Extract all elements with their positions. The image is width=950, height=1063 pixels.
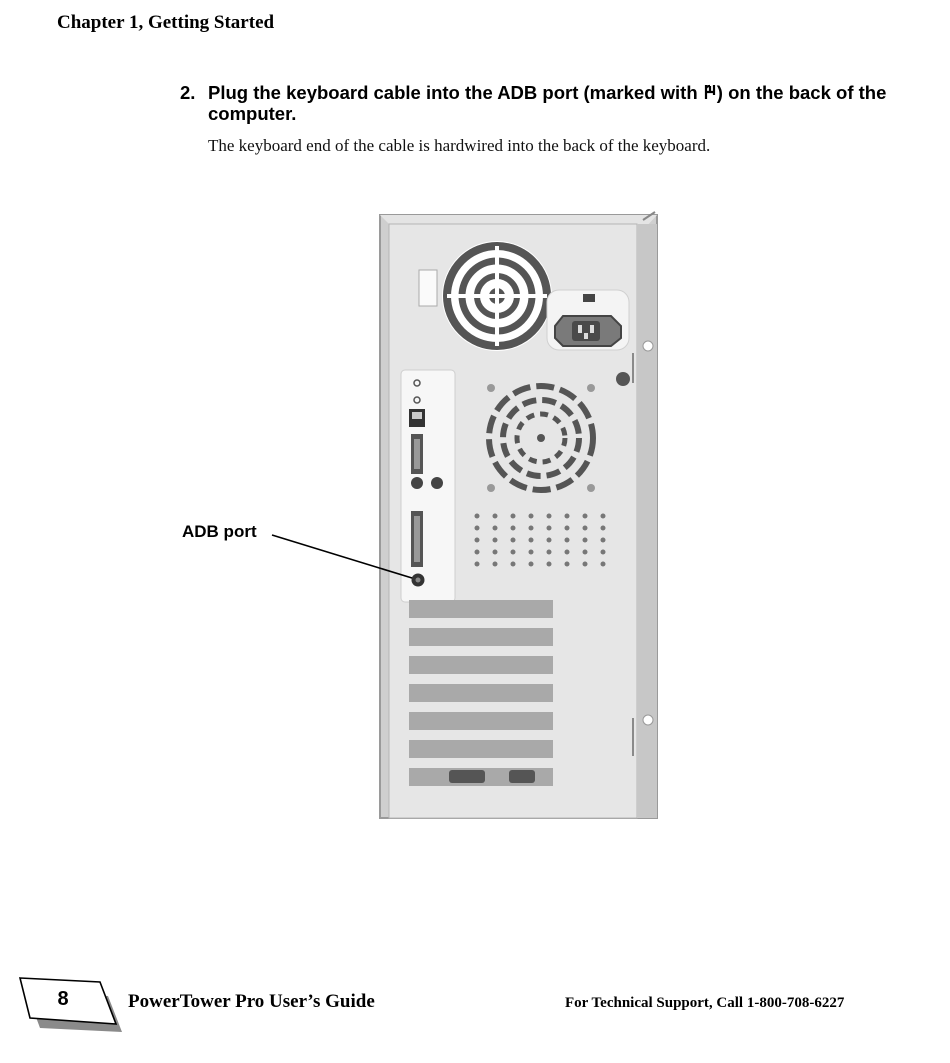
adb-port-label: ADB port [182,522,257,541]
page-number-tab [18,977,122,1032]
expansion-slots [409,600,553,786]
step-number: 2. [180,82,196,103]
page-number: 8 [57,988,69,1010]
chapter-heading: Chapter 1, Getting Started [57,12,275,33]
support-text: For Technical Support, Call 1-800-708-62… [565,995,845,1011]
adb-port [411,573,425,587]
step-text: Plug the keyboard cable into the ADB por… [208,82,888,124]
vent-holes [474,513,606,567]
psu-fan-grille [442,241,552,351]
step-text-before: Plug the keyboard cable into the ADB por… [208,82,703,103]
power-socket [554,315,622,347]
step-note: The keyboard end of the cable is hardwir… [208,136,711,155]
main-fan-grille [479,376,603,500]
guide-title: PowerTower Pro User’s Guide [128,991,375,1012]
computer-back-illustration [375,208,665,828]
adb-symbol-icon [703,82,717,103]
step-text-after: ) on the back of the computer. [208,82,887,124]
